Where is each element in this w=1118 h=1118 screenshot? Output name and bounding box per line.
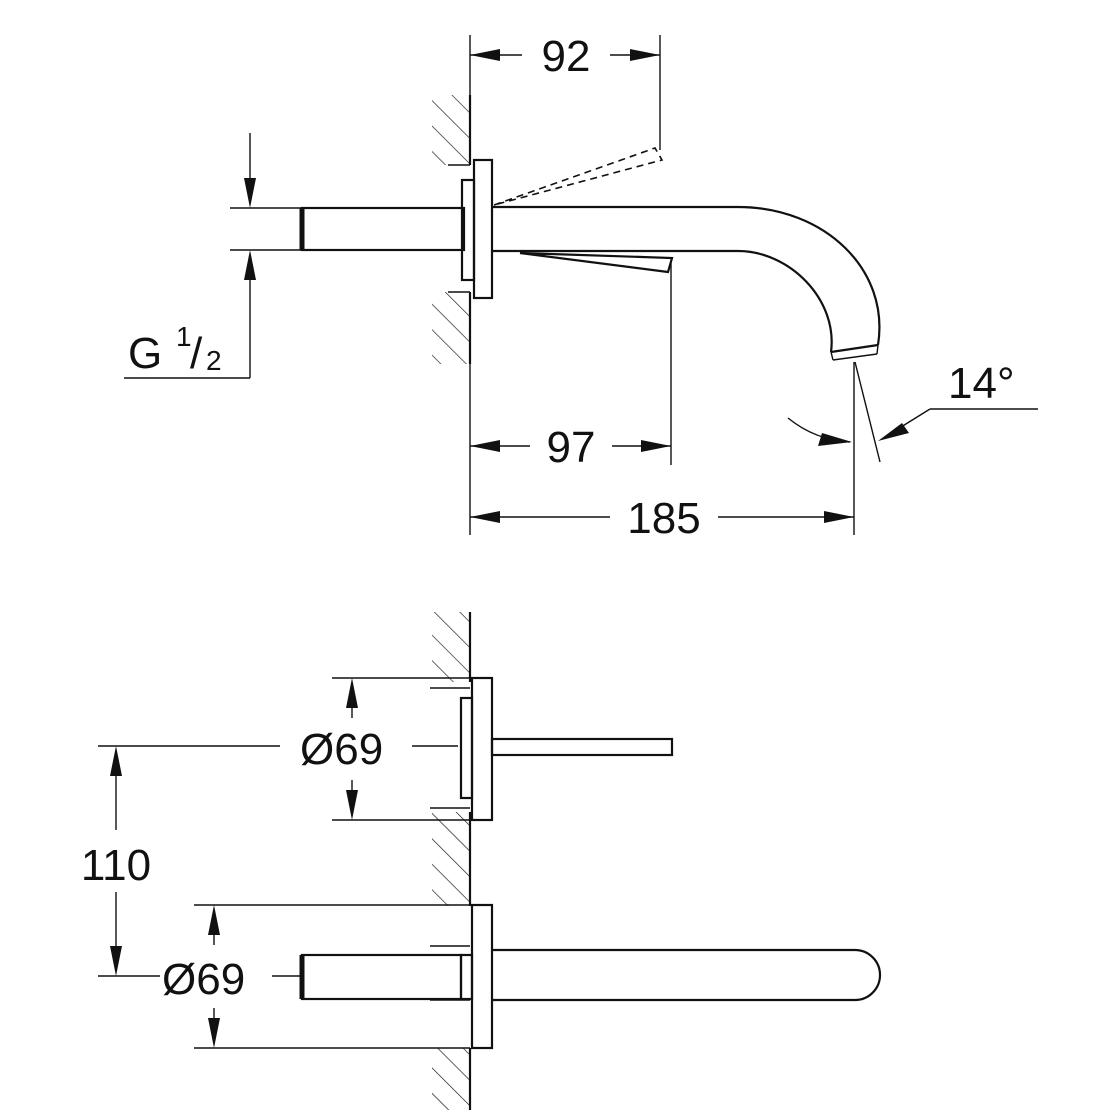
spout-side xyxy=(492,205,881,361)
wall-front xyxy=(430,612,472,1110)
wall-side xyxy=(432,95,472,364)
thread-numerator: 1 xyxy=(176,321,192,352)
dia-top-label: Ø69 xyxy=(300,725,383,774)
dimension-110: 110 xyxy=(81,746,160,977)
dim-97-label: 97 xyxy=(547,423,596,472)
thread-denominator: 2 xyxy=(206,345,222,376)
front-view: Ø69 110 Ø69 xyxy=(81,612,882,1110)
spout-rosette xyxy=(299,903,882,1050)
dimension-185: 185 xyxy=(470,362,855,543)
angle-14: 14° xyxy=(787,359,1038,463)
rosette-side xyxy=(460,158,494,300)
dimension-97: 97 xyxy=(469,262,672,535)
dashed-rotation-outline xyxy=(493,147,674,274)
concealed-body xyxy=(299,206,466,252)
thread-slash: / xyxy=(190,329,203,378)
dimension-dia-top: Ø69 xyxy=(98,677,470,821)
dia-bottom-label: Ø69 xyxy=(162,955,245,1004)
dim-110-label: 110 xyxy=(81,841,151,890)
thread-g-half: G 1 / 2 xyxy=(124,133,302,379)
dimension-dia-bottom: Ø69 xyxy=(162,904,470,1049)
thread-g-letter: G xyxy=(128,329,162,378)
angle-14-label: 14° xyxy=(948,359,1015,408)
dim-92-label: 92 xyxy=(542,32,591,81)
dim-185-label: 185 xyxy=(627,494,700,543)
dimension-92: 92 xyxy=(469,32,661,150)
side-view: 92 97 185 14° xyxy=(124,32,1038,543)
lever-rosette xyxy=(459,676,674,822)
